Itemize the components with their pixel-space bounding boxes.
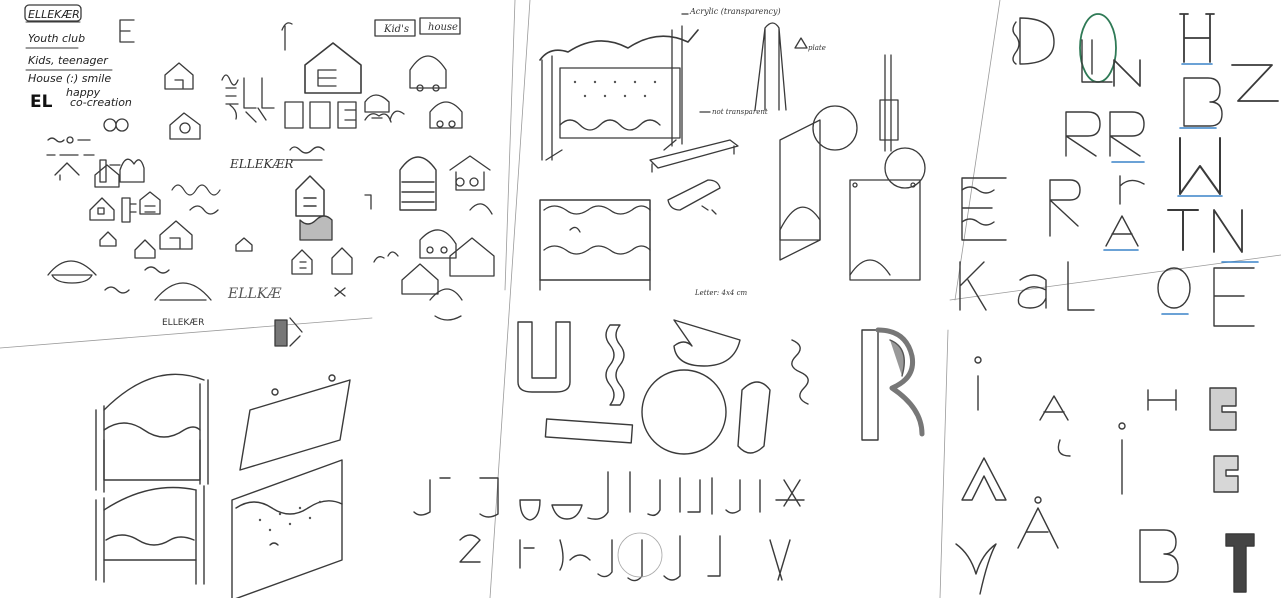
- label-plate: plate: [808, 44, 826, 52]
- label-not-transparent: not transparent: [712, 108, 768, 116]
- logo-notes: ELLEKÆR Youth club Kids, teenager House …: [24, 4, 132, 112]
- note-kids-teenager: Kids, teenager: [28, 54, 109, 67]
- house-logo-studies: Kid's house: [281, 17, 495, 321]
- wordmark-ellekaer-roof: ELLEKÆR: [162, 318, 204, 328]
- panel-sketches: [95, 373, 351, 601]
- alphabet-studies: [959, 13, 1279, 327]
- wordmark-ellka: ELLKÆ: [227, 286, 282, 302]
- note-house: house: [428, 22, 458, 33]
- note-house-smile: House (:) smile: [28, 72, 111, 85]
- note-happy: happy: [66, 86, 101, 99]
- bottom-right-letters: [955, 387, 1255, 595]
- note-el: EL: [30, 92, 53, 112]
- note-brand: ELLEKÆR: [28, 8, 80, 21]
- note-kids: Kid's: [383, 24, 409, 35]
- small-logo-icons: [46, 19, 253, 301]
- letter-parts: [413, 319, 982, 582]
- wordmark-ellekaer: ELLEKÆR: [229, 157, 293, 171]
- ellekaer-wordmarks: ELLEKÆR ELLKÆ ELLEKÆR: [162, 74, 303, 347]
- label-letter-size: Letter: 4x4 cm: [694, 289, 747, 297]
- furniture-sketches: Acrylic (transparency) not transparent p…: [539, 7, 926, 297]
- note-youth-club: Youth club: [28, 32, 85, 45]
- label-acrylic: Acrylic (transparency): [689, 7, 781, 16]
- note-co-creation: co-creation: [70, 96, 132, 109]
